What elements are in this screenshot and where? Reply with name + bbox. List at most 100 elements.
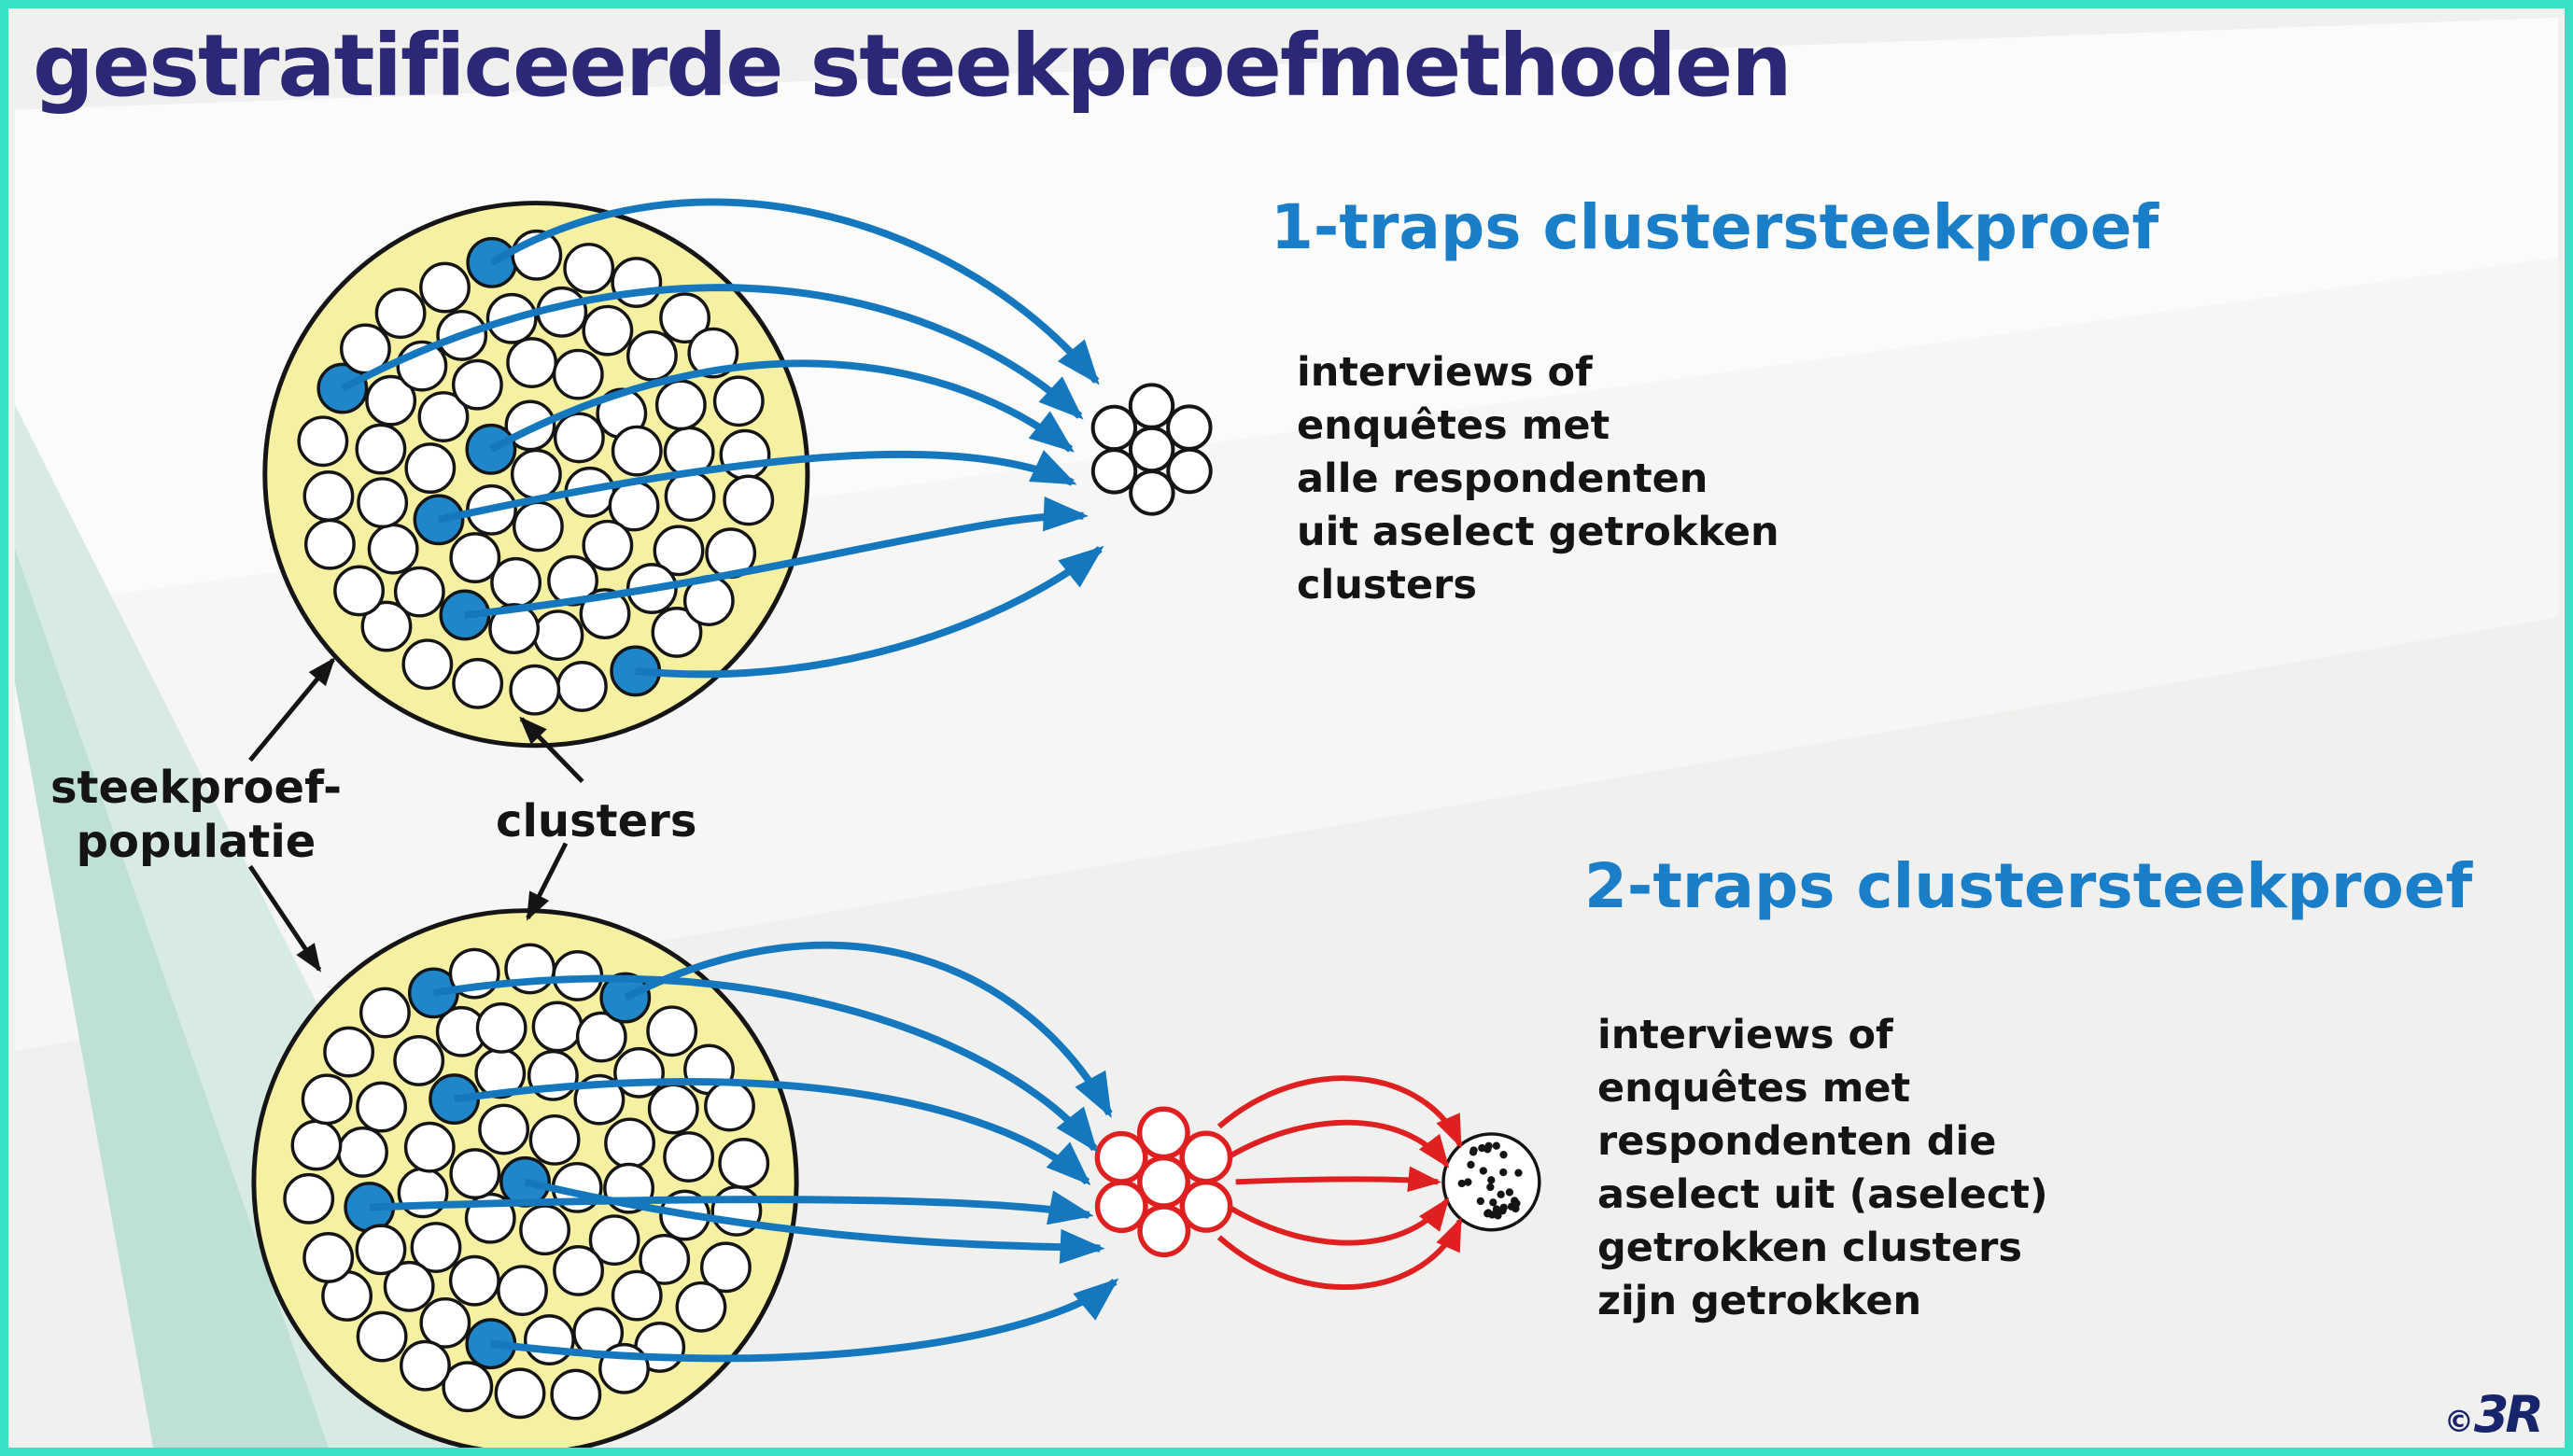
red-selection-arrow xyxy=(1235,1166,1442,1193)
cluster-unit xyxy=(553,412,605,464)
cluster-unit xyxy=(417,391,470,442)
blue-selection-arrow xyxy=(341,284,1084,420)
cluster-unit xyxy=(355,423,407,475)
cluster-unit xyxy=(497,1265,548,1317)
population-circle-bottom xyxy=(251,908,799,1448)
cluster-unit xyxy=(663,1131,715,1183)
cluster-unit xyxy=(654,379,707,431)
blue-selection-arrow xyxy=(369,1190,1094,1225)
logo-3r: ©3R xyxy=(2443,1385,2544,1444)
cluster-unit xyxy=(523,1314,575,1366)
text-line: uit aselect getrokken xyxy=(1297,509,1779,555)
cluster-unit xyxy=(712,375,765,427)
cluster-unit xyxy=(333,565,385,617)
cluster-unit xyxy=(651,607,703,658)
cluster-unit xyxy=(442,1361,494,1413)
cluster-unit xyxy=(356,1310,408,1363)
cluster-unit xyxy=(647,1083,699,1135)
page-title: gestratificeerde steekproefmethoden xyxy=(33,16,1793,116)
text-line: alle respondenten xyxy=(1297,455,1708,502)
cluster-unit xyxy=(555,661,608,712)
cluster-unit xyxy=(532,609,584,662)
cluster-unit xyxy=(449,1148,501,1200)
cluster-unit xyxy=(357,477,409,529)
cluster-unit xyxy=(512,500,564,553)
cluster-unit xyxy=(419,261,471,314)
cluster-unit xyxy=(611,1269,663,1322)
text-line: steekproef- xyxy=(49,762,343,814)
cluster-unit xyxy=(653,525,705,577)
cluster-unit xyxy=(646,1005,698,1057)
cluster-unit xyxy=(528,1113,581,1166)
cluster-unit xyxy=(639,1233,691,1285)
cluster-unit xyxy=(283,1172,335,1225)
cluster-unit xyxy=(659,292,711,344)
red-selection-arrow xyxy=(1227,1119,1450,1169)
cluster-unit xyxy=(451,358,503,411)
label-arrow xyxy=(519,716,584,784)
cluster-unit xyxy=(475,1001,527,1054)
cluster-unit xyxy=(478,1103,530,1155)
blue-selection-arrow xyxy=(464,497,1089,619)
text-line: populatie xyxy=(76,816,316,868)
blue-selection-arrow xyxy=(524,1178,1105,1265)
cluster-unit xyxy=(400,1339,451,1392)
cluster-unit xyxy=(449,532,501,583)
cluster-unit xyxy=(718,1138,770,1189)
label-pointer-arrows xyxy=(247,657,584,973)
cluster-unit xyxy=(448,1254,500,1307)
cluster-unit xyxy=(575,1011,627,1063)
cluster-unit xyxy=(611,425,663,477)
cluster-unit xyxy=(664,470,716,523)
text-line: enquêtes met xyxy=(1597,1065,1911,1112)
blue-selection-arrow xyxy=(623,941,1113,1118)
cluster-unit xyxy=(301,1073,353,1126)
cluster-unit xyxy=(393,1035,445,1086)
text-line: interviews of xyxy=(1597,1012,1893,1058)
cluster-unit xyxy=(356,1081,408,1133)
text-line: zijn getrokken xyxy=(1597,1278,1922,1324)
text-line: aselect uit (aselect) xyxy=(1597,1171,2048,1218)
cluster-unit xyxy=(337,1126,388,1178)
blue-selection-arrow xyxy=(489,359,1075,453)
blue-selection-arrow xyxy=(432,974,1098,1153)
cluster-unit xyxy=(367,523,419,575)
sampled-clusters-stage-one xyxy=(1094,1106,1233,1258)
cluster-unit xyxy=(604,1117,655,1169)
cluster-unit xyxy=(297,415,349,468)
cluster-unit xyxy=(359,987,411,1039)
one-stage-description: interviews of enquêtes met alle responde… xyxy=(1297,346,1779,612)
cluster-unit xyxy=(302,1232,355,1283)
cluster-unit xyxy=(582,519,634,571)
cluster-unit xyxy=(675,1281,727,1333)
cluster-unit xyxy=(611,257,663,308)
cluster-unit xyxy=(719,428,771,481)
blue-selection-arrow xyxy=(490,1278,1119,1363)
blue-selection-arrow xyxy=(489,198,1100,385)
cluster-unit xyxy=(509,664,561,716)
text-line: respondenten die xyxy=(1597,1118,1997,1165)
text-line: getrokken clusters xyxy=(1597,1225,2022,1271)
cluster-unit xyxy=(360,600,413,652)
sampled-clusters-top xyxy=(1090,383,1213,516)
cluster-unit xyxy=(401,638,454,691)
cluster-unit xyxy=(613,1046,665,1099)
arrows-two-stage-first xyxy=(369,941,1119,1363)
label-arrow xyxy=(526,842,569,921)
cluster-unit xyxy=(519,1204,571,1256)
cluster-unit xyxy=(687,327,739,379)
cluster-unit xyxy=(582,304,634,357)
cluster-unit xyxy=(302,470,355,522)
text-line: enquêtes met xyxy=(1297,402,1610,449)
red-selection-arrow xyxy=(1216,1075,1463,1149)
cluster-unit xyxy=(510,448,562,500)
cluster-unit xyxy=(579,588,631,640)
cluster-unit xyxy=(419,1296,471,1349)
population-label: steekproef- populatie xyxy=(33,761,359,869)
cluster-unit xyxy=(704,1080,755,1132)
copyright-mark: © xyxy=(2443,1404,2474,1439)
cluster-unit xyxy=(393,566,445,618)
label-arrow xyxy=(247,864,322,973)
cluster-unit xyxy=(365,374,417,427)
